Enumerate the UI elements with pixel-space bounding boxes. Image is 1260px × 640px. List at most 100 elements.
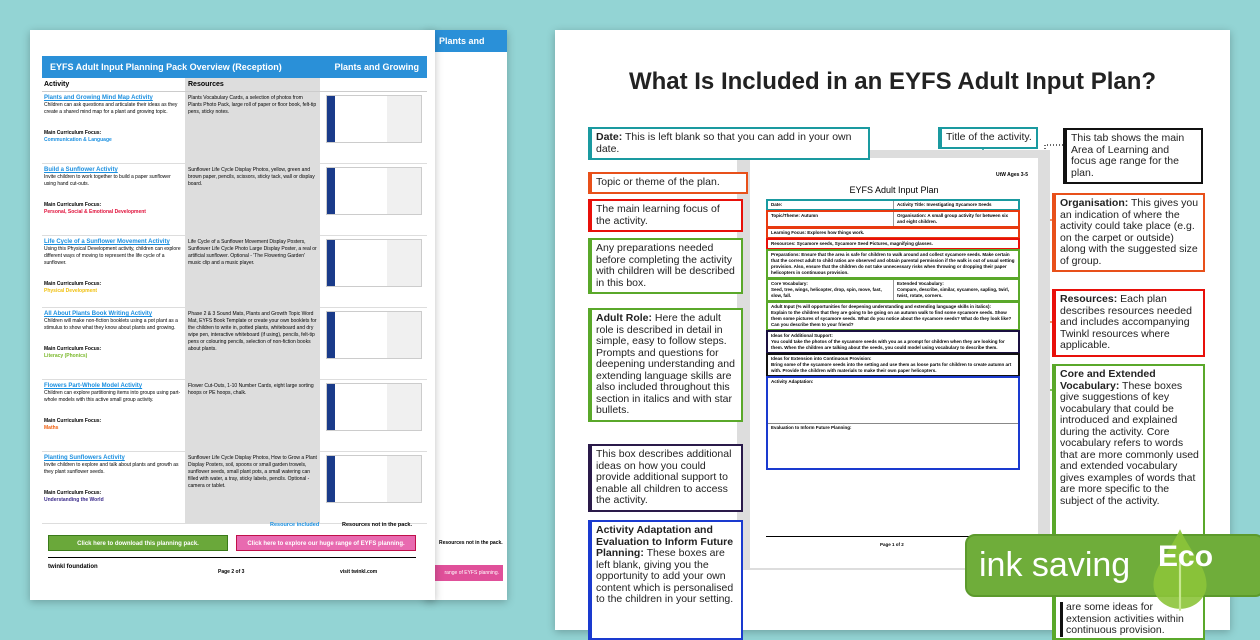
page-number: Page 2 of 3: [218, 569, 245, 575]
plan-thumbnail[interactable]: [326, 311, 422, 359]
focus-label: Main Curriculum Focus:: [44, 418, 102, 424]
topic-label: Plants and Growing: [334, 62, 419, 72]
callout-date-text: This is left blank so that you can add i…: [596, 131, 852, 155]
focus-label: Main Curriculum Focus:: [44, 130, 102, 136]
table-row: Life Cycle of a Sunflower Movement Activ…: [42, 236, 427, 308]
resources-cell: Phase 2 & 3 Sound Mats, Plants and Growt…: [185, 308, 320, 379]
callout-res-label: Resources:: [1060, 293, 1118, 305]
activity-link[interactable]: All About Plants Book Writing Activity: [44, 311, 153, 317]
download-button[interactable]: Click here to download this planning pac…: [48, 535, 228, 551]
plan-org-value: A small group activity for between six a…: [897, 213, 1008, 224]
callout-topic: Topic or theme of the plan.: [588, 172, 748, 194]
topic-label: Plants and Growing: [439, 36, 485, 68]
plan-core-label: Core Vocabulary:: [771, 281, 808, 286]
plan-page-number: Page 1 of 2: [880, 542, 904, 547]
callout-tab: This tab shows the main Area of Learning…: [1063, 128, 1203, 184]
activity-link[interactable]: Build a Sunflower Activity: [44, 167, 118, 173]
callout-org-text: This gives you an indication of where th…: [1060, 197, 1199, 267]
plan-activity-label: Activity Title:: [897, 202, 926, 207]
activity-link[interactable]: Plants and Growing Mind Map Activity: [44, 95, 153, 101]
callout-date-label: Date:: [596, 131, 623, 143]
col-resources: Resources: [185, 78, 320, 91]
plan-topic-label: Topic/Theme:: [771, 213, 800, 218]
page-title: What Is Included in an EYFS Adult Input …: [628, 68, 1157, 95]
activity-desc: Children will make non-fiction booklets …: [44, 318, 178, 331]
plan-thumbnail[interactable]: [326, 239, 422, 287]
plan-tab: UtW Ages 3-5: [995, 172, 1028, 178]
plan-core-value: Seed, tree, wings, helicopter, drop, spi…: [771, 287, 882, 298]
plan-thumbnail[interactable]: [326, 455, 422, 503]
activity-desc: Children can explore partitioning items …: [44, 390, 181, 403]
plan-activity-value: Investigating Sycamore Seeds: [926, 202, 992, 207]
activity-link[interactable]: Planting Sunflowers Activity: [44, 455, 125, 461]
explore-button[interactable]: Click here to explore our huge range of …: [236, 535, 416, 551]
plan-adult-value: Explain to the children that they are go…: [771, 310, 1012, 327]
plan-preview: UtW Ages 3-5 EYFS Adult Input Plan Date:…: [750, 158, 1038, 568]
plan-date: Date:: [771, 202, 783, 207]
legend-not: Resources not in the pack.: [342, 522, 412, 528]
col-activity: Activity: [44, 81, 70, 88]
plan-title: EYFS Adult Input Plan: [849, 185, 939, 195]
plan-support-label: Ideas for Additional Support:: [771, 333, 833, 338]
callout-res-text: Each plan describes resources needed and…: [1060, 293, 1192, 351]
plan-adaptation-label: Activity Adaptation:: [771, 379, 814, 384]
twinkl-logo: twinkl foundation: [48, 564, 98, 570]
callout-vocab-label: Core and Extended Vocabulary:: [1060, 368, 1156, 392]
callout-adult-text: Here the adult role is described in deta…: [596, 312, 735, 416]
overview-header: EYFS Adult Input Planning Pack Overview …: [42, 56, 427, 78]
site-link[interactable]: visit twinkl.com: [340, 569, 378, 575]
plan-focus-label: Learning Focus:: [771, 230, 807, 235]
plan-prep-label: Preparations:: [771, 252, 801, 257]
plan-focus-value: Explores how things work.: [807, 230, 865, 235]
focus-label: Main Curriculum Focus:: [44, 490, 102, 496]
callout-org: Organisation: This gives you an indicati…: [1052, 193, 1205, 272]
focus-value: Understanding the World: [44, 497, 104, 503]
plan-thumbnail[interactable]: [326, 383, 422, 431]
resources-cell: Life Cycle of a Sunflower Movement Displ…: [185, 236, 320, 307]
legend-included: Resource included: [270, 522, 320, 528]
activity-cell: Life Cycle of a Sunflower Movement Activ…: [42, 236, 185, 307]
activity-desc: Children can ask questions and articulat…: [44, 102, 178, 115]
focus-value: Maths: [44, 425, 59, 431]
header-bar: Plants and Growing: [425, 30, 507, 68]
plan-thumbnail[interactable]: [326, 95, 422, 143]
resources-cell: Flower Cut-Outs, 1-10 Number Cards, eigh…: [185, 380, 320, 451]
callout-org-label: Organisation:: [1060, 197, 1129, 209]
activity-desc: Invite children to work together to buil…: [44, 174, 171, 187]
callout-support: This box describes additional ideas on h…: [588, 444, 743, 512]
overview-title: EYFS Adult Input Planning Pack Overview …: [50, 62, 282, 72]
plan-prep-value: Ensure that the area is safe for childre…: [771, 252, 1015, 275]
focus-label: Main Curriculum Focus:: [44, 202, 102, 208]
plan-thumbnail[interactable]: [326, 167, 422, 215]
focus-value: Physical Development: [44, 288, 98, 294]
callout-prep: Any preparations needed before completin…: [588, 238, 743, 294]
activity-link[interactable]: Flowers Part-Whole Model Activity: [44, 383, 143, 389]
resources-cell: Sunflower Life Cycle Display Photos, yel…: [185, 164, 320, 235]
resources-cell: Sunflower Life Cycle Display Photos, How…: [185, 452, 320, 523]
focus-value: Literacy (Phonics): [44, 353, 88, 359]
callout-res: Resources: Each plan describes resources…: [1052, 289, 1205, 357]
callout-adapt: Activity Adaptation and Evaluation to In…: [588, 520, 743, 640]
explore-button[interactable]: range of EYFS planning.: [435, 565, 503, 581]
plan-resources-label: Resources:: [771, 241, 796, 246]
callout-adapt-text: These boxes are left blank, giving you t…: [596, 547, 734, 605]
activity-link[interactable]: Life Cycle of a Sunflower Movement Activ…: [44, 239, 170, 245]
legend-not: Resources not in the pack.: [439, 540, 503, 546]
eco-drop-icon: [1153, 529, 1207, 611]
resources-cell: Plants Vocabulary Cards, a selection of …: [185, 92, 320, 163]
callout-focus: The main learning focus of the activity.: [588, 199, 743, 232]
plan-evaluation-label: Evaluation to Inform Future Planning:: [768, 423, 1018, 468]
plan-adult-label: Adult Input (% will opportunities for de…: [771, 304, 992, 309]
plan-resources-value: Sycamore seeds, Sycamore Seed Pictures, …: [796, 241, 933, 246]
eco-label: Eco: [1158, 540, 1214, 573]
plan-extension-label: Ideas for Extension into Continuous Prov…: [771, 356, 872, 361]
ink-saving-badge: ink saving: [965, 534, 1260, 597]
